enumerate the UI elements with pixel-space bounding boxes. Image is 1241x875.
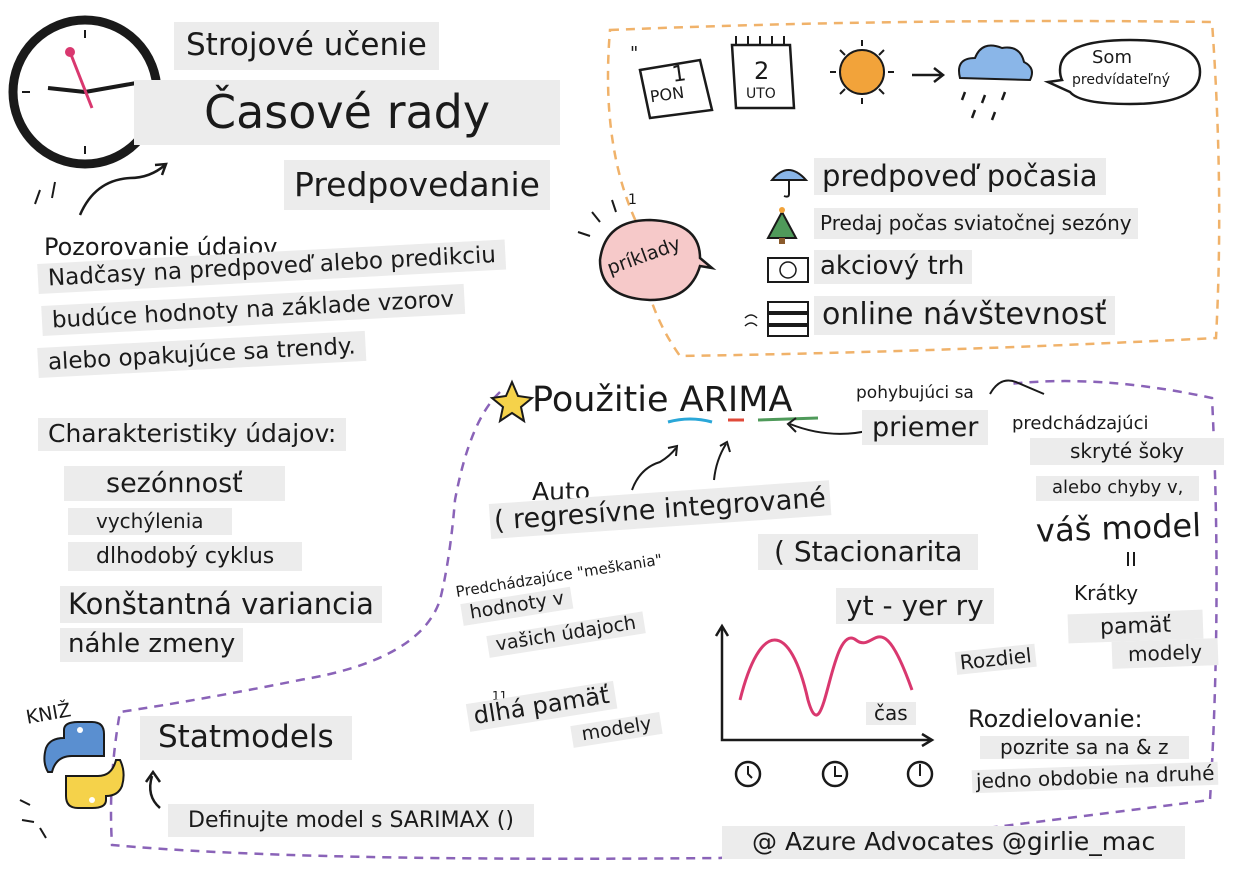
money-icon xyxy=(767,257,809,283)
calendar-icon xyxy=(638,36,796,120)
arima-formula: yt - yer ry xyxy=(836,588,994,625)
arima-previous: predchádzajúci xyxy=(1012,413,1149,434)
page-title: Časové rady xyxy=(134,80,561,145)
examples-badge xyxy=(598,218,717,302)
subtitle: Strojové učenie xyxy=(174,22,439,70)
speech-bubble-line-1: Som xyxy=(1092,47,1132,68)
quote-mark: " xyxy=(630,43,639,64)
arima-frame xyxy=(109,379,1218,861)
stationarity-chart xyxy=(714,623,935,788)
example-weather: predpoveď počasia xyxy=(814,158,1106,196)
characteristic-outliers: vychýlenia xyxy=(68,508,232,535)
arima-stationarity: ( Stacionarita xyxy=(758,534,979,571)
umbrella-icon xyxy=(769,169,809,198)
arima-heading-acronym: ARIMA xyxy=(679,380,793,420)
cloud-icon xyxy=(958,44,1033,121)
clock-icon xyxy=(8,15,162,169)
example-stock-market: akciový trh xyxy=(814,250,973,284)
calendar-day-2-name: UTO xyxy=(746,86,776,102)
library-name: Statmodels xyxy=(140,716,352,760)
arima-heading-prefix: Použitie xyxy=(532,380,669,420)
arima-short: Krátky xyxy=(1074,581,1139,605)
credit: @ Azure Advocates @girlie_mac xyxy=(722,826,1186,859)
characteristic-long-cycle: dlhodobý cyklus xyxy=(68,542,303,572)
chart-time-axis-label: čas xyxy=(866,702,916,725)
arima-heading: Použitie ARIMA xyxy=(532,380,792,420)
example-web-traffic: online návštevnosť xyxy=(814,296,1115,335)
arima-models: modely xyxy=(1111,638,1219,669)
topic-heading: Predpovedanie xyxy=(284,160,550,210)
examples-badge-mark: 1 xyxy=(628,192,637,208)
example-holiday-sales: Predaj počas sviatočnej sezóny xyxy=(814,208,1138,239)
arima-hidden-shocks: skryté šoky xyxy=(1030,438,1224,465)
arima-errors: alebo chyby v, xyxy=(1036,476,1200,501)
server-icon xyxy=(744,301,809,337)
speech-bubble-line-2: predvídateľný xyxy=(1072,72,1170,88)
speech-bubble xyxy=(1043,38,1202,106)
characteristic-constant-variance: Konštantná variancia xyxy=(60,586,382,624)
characteristic-abrupt-changes: náhle zmeny xyxy=(60,628,244,662)
arima-your-model: váš model xyxy=(1035,506,1202,550)
arima-diff-line-1: pozrite sa na & z xyxy=(980,736,1189,759)
star-icon xyxy=(489,379,535,424)
arima-average: priemer xyxy=(862,410,989,446)
library-define-model: Definujte model s SARIMAX () xyxy=(168,804,534,838)
sun-icon xyxy=(830,40,894,104)
calendar-day-2-number: 2 xyxy=(754,57,770,85)
arima-differencing: Rozdielovanie: xyxy=(968,705,1143,733)
characteristic-seasonality: sezónnosť xyxy=(64,466,285,502)
arima-moving: pohybujúci sa xyxy=(856,383,974,403)
tree-icon xyxy=(766,207,798,244)
characteristics-heading: Charakteristiky údajov: xyxy=(38,418,347,451)
python-icon xyxy=(43,721,125,809)
